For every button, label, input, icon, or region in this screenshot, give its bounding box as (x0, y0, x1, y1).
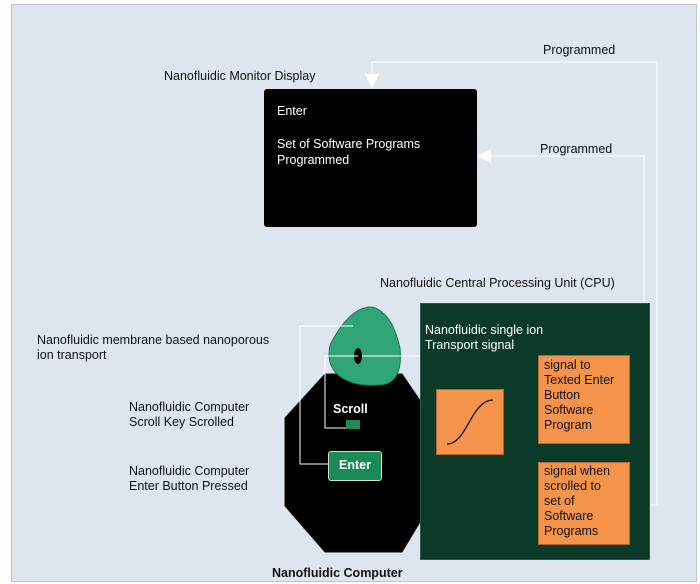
scroll-key-text: Scroll (333, 402, 368, 416)
transfer-function-box (436, 389, 504, 455)
monitor-display: Enter Set of Software Programs Programme… (264, 89, 477, 227)
enter-button[interactable]: Enter (328, 451, 382, 481)
cpu-label: Nanofluidic Central Processing Unit (CPU… (380, 276, 615, 290)
programmed-label-mid: Programmed (540, 142, 613, 156)
monitor-enter-text: Enter (277, 104, 307, 118)
monitor-programmed-text: Programmed (277, 153, 350, 167)
computer-caption: Nanofluidic Computer (272, 566, 403, 580)
membrane-shape (328, 306, 401, 386)
programmed-label-top: Programmed (543, 43, 616, 57)
enter-button-label: Nanofluidic Computer Enter Button Presse… (129, 464, 250, 493)
membrane-label: Nanofluidic membrane based nanoporous io… (37, 333, 270, 362)
enter-path-line (299, 325, 353, 465)
ion-signal-label: Nanofluidic single ion Transport signal (425, 323, 544, 352)
scroll-key[interactable] (346, 420, 360, 429)
signal-box-enter-text: signal to Texted Enter Button Software P… (544, 358, 615, 432)
signal-box-scroll-text: signal when scrolled to set of Software … (544, 464, 611, 538)
monitor-display-label: Nanofluidic Monitor Display (164, 69, 316, 83)
scroll-path-line (324, 355, 358, 429)
scroll-key-label: Nanofluidic Computer Scroll Key Scrolled (129, 400, 250, 429)
signal-box-scroll: signal when scrolled to set of Software … (538, 462, 630, 545)
signal-box-enter: signal to Texted Enter Button Software P… (538, 355, 630, 444)
sigmoid-curve-icon (446, 399, 494, 445)
monitor-programs-text: Set of Software Programs (277, 137, 421, 151)
